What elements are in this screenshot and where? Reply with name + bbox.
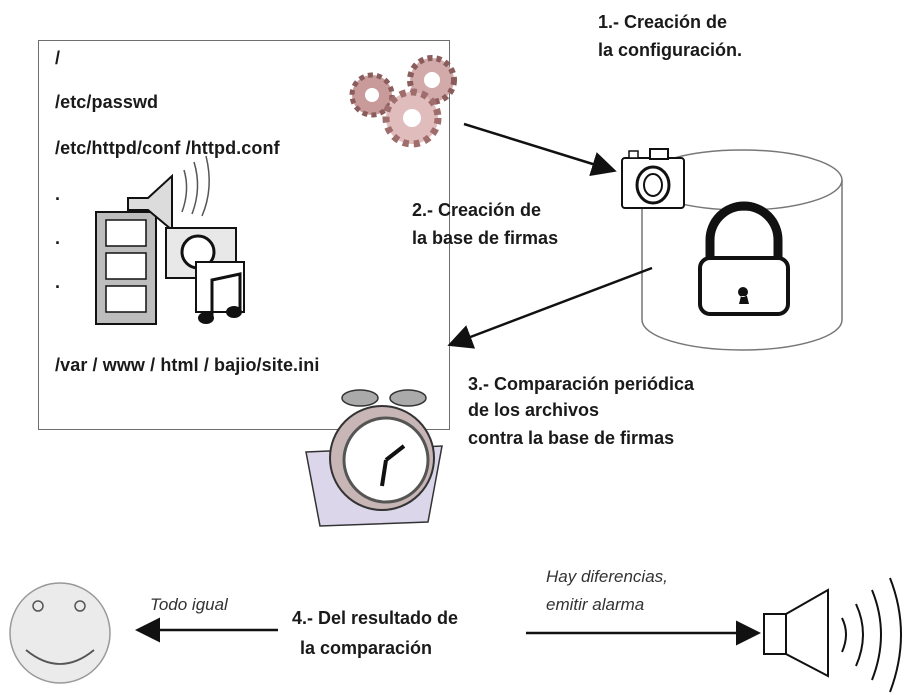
gears-icon [349, 55, 457, 148]
outcome-same-label: Todo igual [150, 595, 228, 614]
outcome-diff-label-line2: emitir alarma [546, 595, 645, 614]
step1-label-line2: la configuración. [598, 40, 743, 60]
step4-label-line2: la comparación [300, 638, 433, 658]
file-path-ellipsis-1: . [55, 184, 61, 204]
arrow-db-to-files [447, 266, 653, 349]
arrow-gears-to-camera [463, 122, 617, 177]
camera-icon [621, 148, 685, 209]
speaker-alarm-icon [763, 577, 902, 693]
step3-label-line2: de los archivos [468, 400, 600, 420]
arrows [135, 122, 761, 646]
media-files-icon [95, 155, 245, 325]
file-path-ellipsis-3: . [55, 272, 61, 292]
file-path-ellipsis-2: . [55, 228, 61, 248]
step2-label-line1: 2.- Creación de [412, 200, 542, 220]
alarm-clock-icon [305, 389, 443, 527]
padlock-icon [698, 201, 790, 316]
step3-label-line3: contra la base de firmas [468, 428, 675, 448]
step2-label-line2: la base de firmas [412, 228, 559, 248]
step1-label-line1: 1.- Creación de [598, 12, 728, 32]
file-path-root: / [55, 48, 61, 68]
file-path-passwd: /etc/passwd [55, 92, 159, 112]
file-path-site: /var / www / html / bajio/site.ini [55, 355, 320, 375]
step3-label-line1: 3.- Comparación periódica [468, 374, 695, 394]
outcome-diff-label-line1: Hay diferencias, [546, 567, 668, 586]
file-path-httpd: /etc/httpd/conf /httpd.conf [55, 138, 280, 158]
smiley-face-icon [9, 582, 111, 684]
step4-label-line1: 4.- Del resultado de [292, 608, 459, 628]
